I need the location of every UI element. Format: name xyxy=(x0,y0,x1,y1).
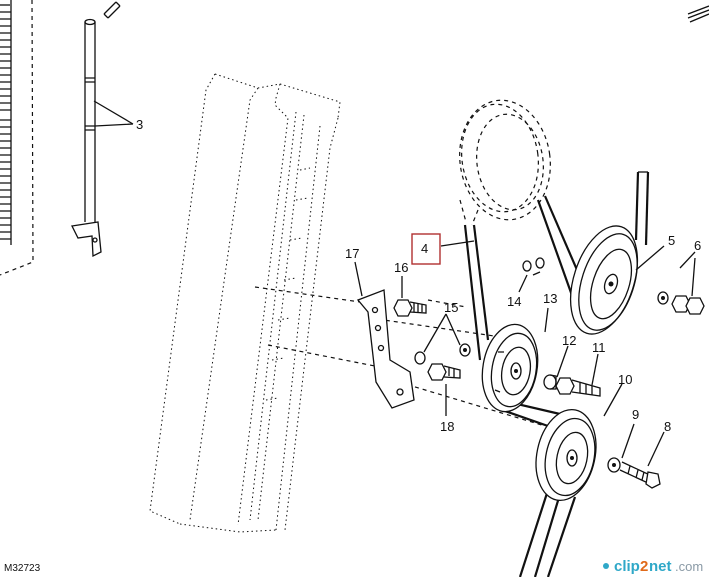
leader-3 xyxy=(93,100,134,127)
callout-13: 13 xyxy=(543,291,557,306)
callout-14: 14 xyxy=(507,294,521,309)
callout-4: 4 xyxy=(421,241,428,256)
frame-structure xyxy=(149,73,341,533)
figure-reference-id: M32723 xyxy=(4,563,41,574)
ghost-pulley xyxy=(459,99,551,226)
callout-16: 16 xyxy=(394,260,408,275)
callout-17: 17 xyxy=(345,246,359,261)
bolt-18 xyxy=(427,363,461,381)
watermark-logo: clip 2 net .com xyxy=(603,558,703,575)
callout-labels: 3 4 5 6 8 9 10 11 12 13 14 15 16 17 18 xyxy=(136,117,701,434)
callout-8: 8 xyxy=(664,419,671,434)
projection-lines xyxy=(254,286,546,427)
callout-11: 11 xyxy=(592,340,606,355)
watermark-part4: .com xyxy=(675,559,703,574)
callout-3: 3 xyxy=(136,117,143,132)
spacer-12 xyxy=(543,374,557,390)
fasteners-6 xyxy=(657,291,705,315)
spring-coil xyxy=(0,0,34,276)
idler-pulley-13 xyxy=(481,323,539,413)
corner-part xyxy=(687,5,709,23)
highlight-box xyxy=(411,233,441,265)
callout-10: 10 xyxy=(618,372,632,387)
pulley-5 xyxy=(569,225,639,335)
leader-lines xyxy=(354,240,696,467)
watermark-part3: net xyxy=(649,558,672,575)
drive-belt xyxy=(463,171,650,577)
callout-15: 15 xyxy=(444,300,458,315)
idler-pulley-10 xyxy=(535,408,597,502)
washer-9 xyxy=(607,457,621,473)
nuts-14 xyxy=(522,257,545,272)
callout-5: 5 xyxy=(668,233,675,248)
watermark-part1: clip xyxy=(614,558,640,575)
bracket-17 xyxy=(356,289,415,409)
callout-18: 18 xyxy=(440,419,454,434)
bolt-11 xyxy=(555,377,601,397)
rod-assembly xyxy=(71,1,121,258)
bolt-8 xyxy=(619,461,661,489)
callout-12: 12 xyxy=(562,333,576,348)
callout-6: 6 xyxy=(694,238,701,253)
watermark-part2: 2 xyxy=(640,558,648,575)
callout-9: 9 xyxy=(632,407,639,422)
washers-15 xyxy=(414,343,471,365)
bolt-16 xyxy=(393,299,427,317)
